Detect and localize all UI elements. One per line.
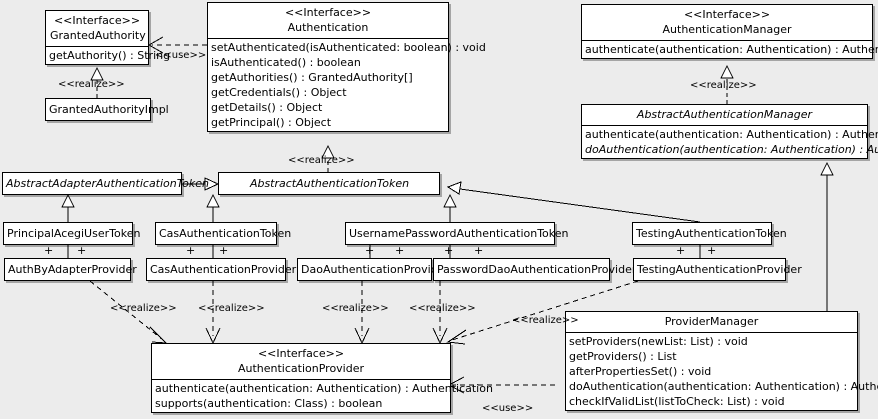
association-end-plus: + [444, 244, 454, 257]
relationship-label-realize-abstract-authentication-token: <<realize>> [288, 155, 355, 166]
class-provider-manager[interactable]: ProviderManager setProviders(newList: Li… [565, 311, 878, 411]
class-name: GrantedAuthority [50, 29, 146, 42]
member-list: authenticate(authentication: Authenticat… [582, 126, 878, 158]
class-member: getDetails() : Object [211, 101, 323, 114]
class-member: getAuthorities() : GrantedAuthority[] [211, 71, 413, 84]
class-member: getProviders() : List [569, 350, 677, 363]
association-end-plus: + [474, 244, 484, 257]
section-divider [208, 38, 448, 39]
stereotype-label: <<Interface>> [284, 6, 372, 19]
class-header: <<Interface>> Authentication [208, 3, 448, 38]
class-name: GrantedAuthorityImpl [49, 103, 169, 116]
class-member: getCredentials() : Object [211, 86, 347, 99]
class-header: <<Interface>> GrantedAuthority [46, 11, 148, 46]
stereotype-label: <<Interface>> [53, 14, 141, 27]
relationship-label-realize-dao-authentication-provider: <<realize>> [322, 303, 389, 314]
stereotype-label: <<Interface>> [257, 347, 345, 360]
association-end-plus: + [676, 244, 686, 257]
section-divider [46, 46, 148, 47]
association-end-plus: + [186, 244, 196, 257]
relationship-label-use-provider-manager: <<use>> [482, 403, 534, 414]
class-header: AbstractAuthenticationManager [582, 105, 867, 125]
member-list: setProviders(newList: List) : void getPr… [566, 333, 878, 410]
class-abstract-adapter-authentication-token[interactable]: AbstractAdapterAuthenticationToken [2, 172, 209, 195]
class-member: supports(authentication: Class) : boolea… [155, 397, 383, 410]
class-authentication[interactable]: <<Interface>> Authentication setAuthenti… [207, 2, 486, 132]
relationship-label-realize-auth-by-adapter-provider: <<realize>> [110, 303, 177, 314]
section-divider [566, 332, 857, 333]
section-divider [582, 125, 867, 126]
class-member: isAuthenticated() : boolean [211, 56, 361, 69]
class-granted-authority[interactable]: <<Interface>> GrantedAuthority getAuthor… [45, 10, 171, 65]
class-dao-authentication-provider[interactable]: DaoAuthenticationProvider [297, 258, 449, 281]
association-end-plus: + [219, 244, 229, 257]
class-member: setAuthenticated(isAuthenticated: boolea… [211, 41, 486, 54]
class-name: ProviderManager [664, 315, 759, 328]
relationship-label-use-authentication-granted-authority: <<use>> [155, 50, 207, 61]
class-name: AuthenticationProvider [237, 362, 365, 375]
relationship-label-realize-password-dao-authentication-provider: <<realize>> [409, 303, 476, 314]
class-member: getAuthority() : String [49, 49, 171, 62]
class-abstract-authentication-manager[interactable]: AbstractAuthenticationManager authentica… [581, 104, 878, 159]
class-testing-authentication-token[interactable]: TestingAuthenticationToken [632, 222, 787, 245]
class-member: checkIfValidList(listToCheck: List) : vo… [569, 395, 785, 408]
class-name: CasAuthenticationProvider [150, 263, 297, 276]
class-name: TestingAuthenticationToken [636, 227, 787, 240]
section-divider [582, 40, 872, 41]
relationship-label-realize-cas-authentication-provider: <<realize>> [198, 303, 265, 314]
class-header: <<Interface>> AuthenticationProvider [152, 344, 450, 379]
class-cas-authentication-provider[interactable]: CasAuthenticationProvider [146, 258, 296, 281]
association-end-plus: + [77, 244, 87, 257]
class-name: DaoAuthenticationProvider [301, 263, 449, 276]
class-name: AuthByAdapterProvider [8, 263, 137, 276]
member-list: setAuthenticated(isAuthenticated: boolea… [208, 39, 486, 131]
class-member: getPrincipal() : Object [211, 116, 332, 129]
class-granted-authority-impl[interactable]: GrantedAuthorityImpl [45, 98, 169, 121]
class-authentication-provider[interactable]: <<Interface>> AuthenticationProvider aut… [151, 343, 493, 413]
class-name: Authentication [287, 21, 369, 34]
class-username-password-authentication-token[interactable]: UsernamePasswordAuthenticationToken [345, 222, 569, 245]
class-member: authenticate(authentication: Authenticat… [155, 382, 493, 395]
class-name: PasswordDaoAuthenticationProvider [437, 263, 637, 276]
class-authentication-manager[interactable]: <<Interface>> AuthenticationManager auth… [581, 4, 878, 59]
section-divider [152, 379, 450, 380]
class-member: doAuthentication(authentication: Authent… [569, 380, 878, 393]
class-name: AuthenticationManager [662, 23, 792, 36]
member-list: getAuthority() : String [46, 47, 171, 64]
class-principal-acegi-user-token[interactable]: PrincipalAcegiUserToken [3, 222, 140, 245]
class-member: afterPropertiesSet() : void [569, 365, 712, 378]
class-name: PrincipalAcegiUserToken [7, 227, 141, 240]
class-name: AbstractAuthenticationToken [249, 177, 410, 190]
class-name: AbstractAdapterAuthenticationToken [6, 177, 209, 190]
class-name: UsernamePasswordAuthenticationToken [349, 227, 569, 240]
class-member: doAuthentication(authentication: Authent… [585, 143, 878, 156]
member-list: authenticate(authentication: Authenticat… [582, 41, 878, 58]
class-testing-authentication-provider[interactable]: TestingAuthenticationProvider [633, 258, 802, 281]
class-name: AbstractAuthenticationManager [636, 108, 813, 121]
member-list: authenticate(authentication: Authenticat… [152, 380, 493, 412]
relationship-label-realize-abstract-authentication-manager: <<realize>> [690, 80, 757, 91]
stereotype-label: <<Interface>> [683, 8, 771, 21]
class-auth-by-adapter-provider[interactable]: AuthByAdapterProvider [4, 258, 137, 281]
class-name: CasAuthenticationToken [159, 227, 292, 240]
association-end-plus: + [365, 244, 375, 257]
relationship-label-realize-testing-authentication-provider: <<realize>> [512, 315, 579, 326]
class-member: authenticate(authentication: Authenticat… [585, 128, 878, 141]
class-member: authenticate(authentication: Authenticat… [585, 43, 878, 56]
association-end-plus: + [44, 244, 54, 257]
association-end-plus: + [395, 244, 405, 257]
class-name: TestingAuthenticationProvider [637, 263, 802, 276]
association-end-plus: + [707, 244, 717, 257]
class-abstract-authentication-token[interactable]: AbstractAuthenticationToken [218, 172, 440, 195]
class-header: <<Interface>> AuthenticationManager [582, 5, 872, 40]
class-header: ProviderManager [566, 312, 857, 332]
class-member: setProviders(newList: List) : void [569, 335, 748, 348]
class-cas-authentication-token[interactable]: CasAuthenticationToken [155, 222, 291, 245]
class-password-dao-authentication-provider[interactable]: PasswordDaoAuthenticationProvider [433, 258, 636, 281]
relationship-label-realize-granted-authority-impl: <<realize>> [58, 79, 125, 90]
